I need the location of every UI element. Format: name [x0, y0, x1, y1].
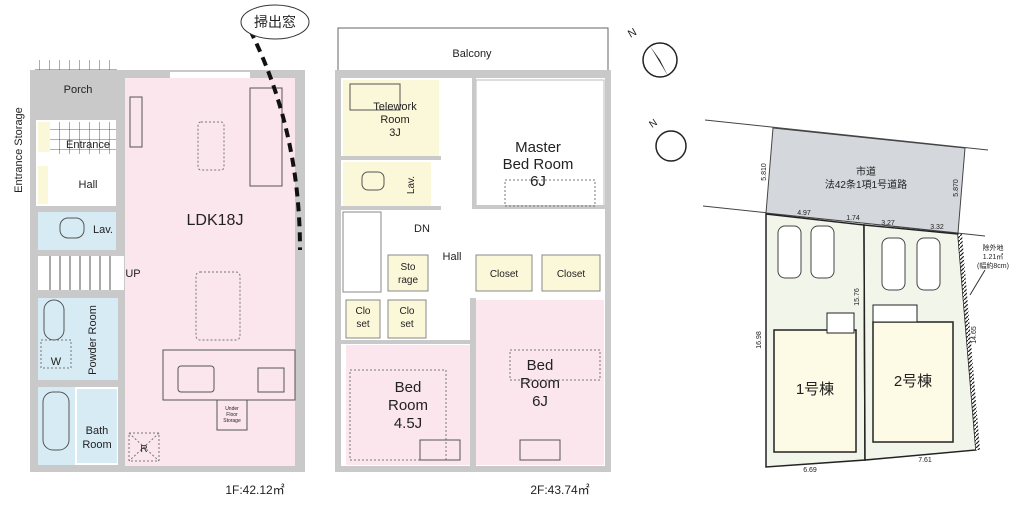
label-bed45-2: Room — [388, 397, 428, 414]
bedroom-4-5j — [346, 345, 470, 465]
label-storage-1: Sto — [400, 262, 415, 273]
road-label-1: 市道 — [856, 165, 876, 178]
rear-1: 6.69 — [803, 467, 817, 474]
callout-bubble — [240, 4, 310, 40]
closet-d — [387, 299, 427, 339]
storage-2f — [387, 254, 429, 292]
frontage-1: 4.97 — [797, 210, 811, 217]
label-balcony: Balcony — [452, 48, 492, 60]
label-bed6-3: 6J — [532, 393, 548, 410]
entrance-storage — [38, 166, 48, 204]
label-up: UP — [125, 268, 140, 280]
lav-2f — [343, 162, 431, 206]
label-refrigerator: R — [140, 444, 147, 455]
label-entrance: Entrance — [66, 139, 110, 151]
road-width-right: 5.870 — [953, 179, 960, 197]
road-label-2: 法42条1項1号道路 — [825, 178, 907, 191]
floor-1-area: 1F:42.12㎡ — [225, 483, 284, 497]
label-ldk: LDK18J — [187, 212, 244, 229]
label-storage-2: rage — [398, 275, 418, 286]
rear-2: 7.61 — [918, 457, 932, 464]
bedroom-6j — [476, 300, 604, 465]
floor-2-plan: Balcony Telework Room 3J Master Bed Room… — [335, 27, 611, 497]
label-closet-d1: Clo — [399, 306, 414, 317]
closet-a — [475, 254, 533, 292]
label-closet-b: Closet — [557, 269, 586, 280]
label-bath-1: Bath — [86, 425, 109, 437]
label-bed45-3: 4.5J — [394, 415, 422, 432]
frontage-2: 1.74 — [846, 215, 860, 222]
label-master-3: 6J — [530, 173, 546, 190]
label-telework-3: 3J — [389, 127, 401, 139]
balcony — [337, 27, 609, 73]
label-closet-c2: set — [356, 319, 370, 330]
excluded-label-3: (幅約8cm) — [977, 261, 1009, 270]
floor-1-plan: 掃出窓 Porch Entrance Entrance Storage Hall… — [13, 4, 310, 497]
label-master-2: Bed Room — [503, 156, 574, 173]
label-telework-2: Room — [380, 114, 409, 126]
lot-2-label: 2号棟 — [894, 373, 932, 390]
entrance — [50, 122, 116, 154]
label-bed45-1: Bed — [395, 379, 422, 396]
label-hall-2f: Hall — [443, 251, 462, 263]
closet-b — [541, 254, 601, 292]
depth-left: 16.98 — [756, 331, 763, 349]
excluded-strip — [958, 234, 980, 450]
stairs-2f — [342, 211, 382, 293]
label-bed6-2: Room — [520, 375, 560, 392]
label-master-1: Master — [515, 139, 561, 156]
label-washer: W — [51, 356, 62, 368]
label-hall-1f: Hall — [79, 179, 98, 191]
label-under-floor-2: Floor — [226, 412, 238, 418]
building-lot-1 — [773, 329, 857, 453]
excluded-label-1: 除外地 — [983, 243, 1004, 252]
master-bedroom — [475, 79, 605, 209]
label-bed6-1: Bed — [527, 357, 554, 374]
label-lav-2f: Lav. — [406, 176, 417, 194]
depth-right: 14.65 — [971, 326, 978, 344]
label-bath-2: Room — [82, 439, 111, 451]
label-entrance-storage: Entrance Storage — [13, 107, 25, 193]
compass-icon: N — [626, 26, 678, 78]
closet-c — [345, 299, 381, 339]
frontage-3: 3.27 — [881, 220, 895, 227]
parking-cars — [777, 225, 941, 291]
road-width-left: 5.810 — [761, 163, 768, 181]
building-lot-2 — [872, 321, 954, 443]
label-telework-1: Telework — [373, 101, 417, 113]
excluded-label-2: 1.21㎡ — [983, 253, 1004, 261]
site-plan: 市道 法42条1項1号道路 5.810 5.870 4.97 1.74 3.27… — [702, 119, 1009, 474]
powder-room — [38, 298, 118, 380]
lot-1-label: 1号棟 — [796, 381, 834, 398]
label-under-floor-3: Storage — [223, 418, 241, 424]
label-porch: Porch — [64, 84, 93, 96]
floor-2-area: 2F:43.74㎡ — [530, 483, 589, 497]
label-under-floor-1: Under — [225, 406, 239, 412]
label-closet-a: Closet — [490, 269, 519, 280]
road — [765, 127, 966, 234]
callout-sweep-window: 掃出窓 — [254, 14, 296, 30]
label-closet-d2: set — [400, 319, 414, 330]
svg-text:N: N — [647, 117, 659, 130]
label-powder-room: Powder Room — [87, 305, 99, 375]
depth-mid: 15.76 — [854, 288, 861, 306]
label-dn: DN — [414, 223, 430, 235]
label-lav-1f: Lav. — [93, 224, 113, 236]
svg-text:N: N — [626, 26, 639, 40]
stairs-1f — [38, 256, 124, 290]
telework-room — [343, 80, 439, 156]
site-compass-icon: N — [647, 117, 687, 162]
label-closet-c1: Clo — [355, 306, 370, 317]
frontage-4: 3.32 — [930, 224, 944, 231]
